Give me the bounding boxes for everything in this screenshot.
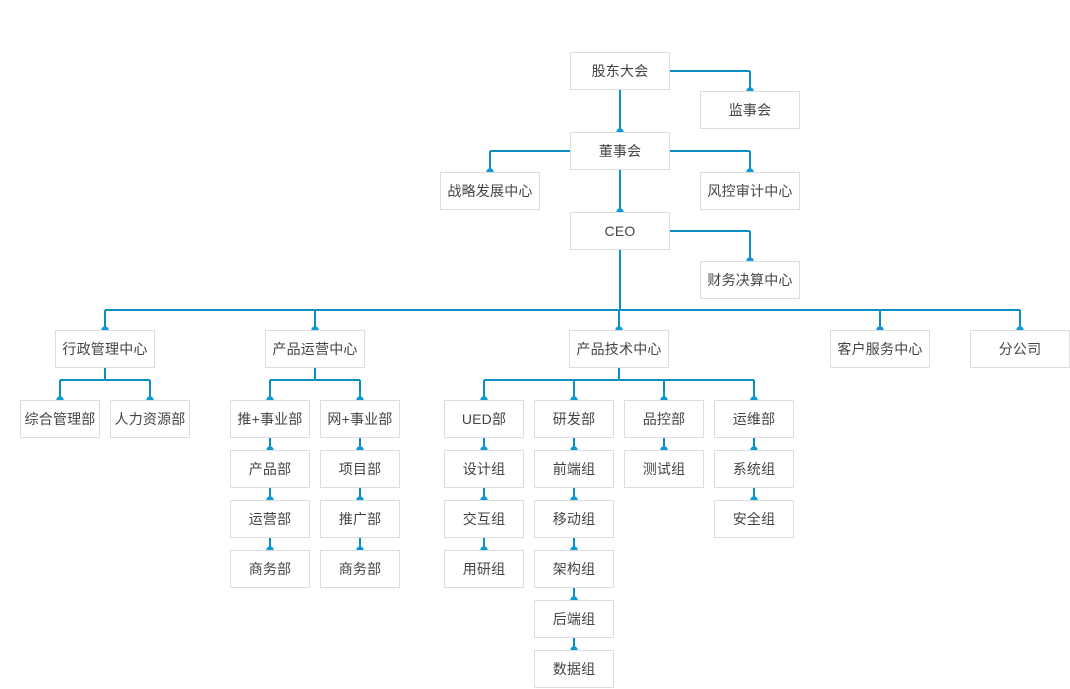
org-node[interactable]: 用研组 [444, 550, 524, 588]
org-node[interactable]: 产品部 [230, 450, 310, 488]
org-node[interactable]: 安全组 [714, 500, 794, 538]
org-node-label: 商务部 [248, 561, 292, 577]
org-node[interactable]: 商务部 [320, 550, 400, 588]
org-node-label: 分公司 [998, 341, 1042, 357]
org-node-label: 股东大会 [591, 63, 649, 79]
org-node[interactable]: 运维部 [714, 400, 794, 438]
org-node[interactable]: 系统组 [714, 450, 794, 488]
org-node[interactable]: 品控部 [624, 400, 704, 438]
org-node[interactable]: 股东大会 [570, 52, 670, 90]
org-node[interactable]: 运营部 [230, 500, 310, 538]
org-node[interactable]: 分公司 [970, 330, 1070, 368]
org-node-label: 产品运营中心 [272, 341, 358, 357]
org-node[interactable]: 交互组 [444, 500, 524, 538]
org-node[interactable]: 董事会 [570, 132, 670, 170]
org-node-label: 用研组 [462, 561, 506, 577]
org-node-label: 监事会 [728, 102, 772, 118]
org-node-label: 产品技术中心 [576, 341, 662, 357]
org-node-label: 推+事业部 [237, 411, 303, 427]
org-node-label: 产品部 [248, 461, 292, 477]
org-node-label: 交互组 [462, 511, 506, 527]
org-node[interactable]: 后端组 [534, 600, 614, 638]
org-node[interactable]: 监事会 [700, 91, 800, 129]
org-node-label: 架构组 [552, 561, 596, 577]
org-node-label: 运维部 [732, 411, 776, 427]
org-node[interactable]: 客户服务中心 [830, 330, 930, 368]
org-node[interactable]: 产品技术中心 [569, 330, 669, 368]
org-node-label: UED部 [461, 411, 507, 427]
org-node[interactable]: CEO [570, 212, 670, 250]
org-node[interactable]: 商务部 [230, 550, 310, 588]
org-node-label: 推广部 [338, 511, 382, 527]
org-node[interactable]: 推+事业部 [230, 400, 310, 438]
org-node[interactable]: 战略发展中心 [440, 172, 540, 210]
org-node[interactable]: 风控审计中心 [700, 172, 800, 210]
org-node-label: 项目部 [338, 461, 382, 477]
org-node-label: 董事会 [598, 143, 642, 159]
org-node-label: 网+事业部 [327, 411, 393, 427]
org-node-label: 移动组 [552, 511, 596, 527]
org-node-label: 研发部 [552, 411, 596, 427]
org-node-label: 前端组 [552, 461, 596, 477]
org-node-label: 财务决算中心 [707, 272, 793, 288]
org-node[interactable]: 测试组 [624, 450, 704, 488]
org-node-label: 人力资源部 [114, 411, 186, 427]
org-node-label: 安全组 [732, 511, 776, 527]
org-node[interactable]: 设计组 [444, 450, 524, 488]
org-node-label: 战略发展中心 [447, 183, 533, 199]
org-node-label: CEO [604, 223, 636, 239]
org-node-label: 风控审计中心 [707, 183, 793, 199]
org-node[interactable]: 网+事业部 [320, 400, 400, 438]
org-node[interactable]: 推广部 [320, 500, 400, 538]
org-node[interactable]: 财务决算中心 [700, 261, 800, 299]
org-node-label: 数据组 [552, 661, 596, 677]
org-node[interactable]: 行政管理中心 [55, 330, 155, 368]
org-node-label: 品控部 [642, 411, 686, 427]
org-node[interactable]: 产品运营中心 [265, 330, 365, 368]
org-node[interactable]: 架构组 [534, 550, 614, 588]
org-node-label: 商务部 [338, 561, 382, 577]
org-node[interactable]: 项目部 [320, 450, 400, 488]
org-node[interactable]: 移动组 [534, 500, 614, 538]
org-node-label: 后端组 [552, 611, 596, 627]
org-node-label: 测试组 [642, 461, 686, 477]
org-node[interactable]: 综合管理部 [20, 400, 100, 438]
org-node[interactable]: 前端组 [534, 450, 614, 488]
org-node-label: 客户服务中心 [837, 341, 923, 357]
org-node-label: 系统组 [732, 461, 776, 477]
org-node-label: 综合管理部 [24, 411, 96, 427]
org-node-label: 运营部 [248, 511, 292, 527]
org-node-label: 设计组 [462, 461, 506, 477]
org-node[interactable]: UED部 [444, 400, 524, 438]
org-node[interactable]: 数据组 [534, 650, 614, 688]
org-node[interactable]: 人力资源部 [110, 400, 190, 438]
org-node[interactable]: 研发部 [534, 400, 614, 438]
org-node-label: 行政管理中心 [62, 341, 148, 357]
